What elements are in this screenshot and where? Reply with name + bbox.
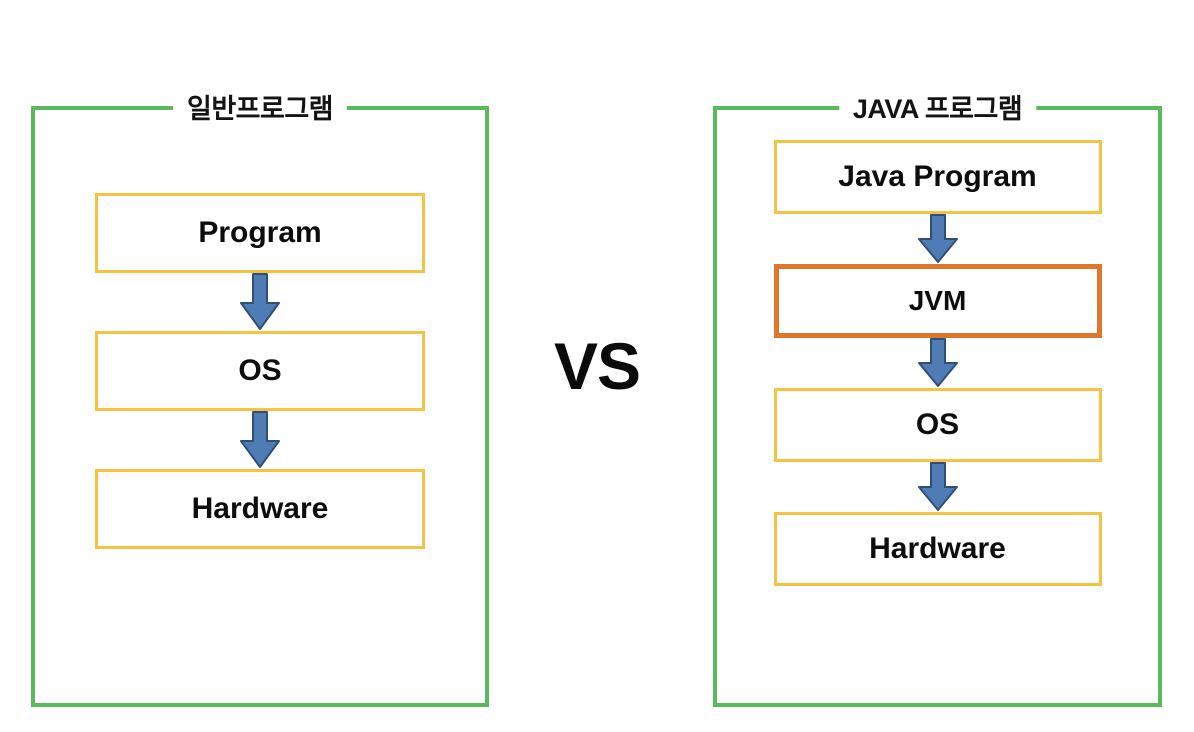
- node-label: OS: [238, 354, 282, 387]
- arrow-os-to-hardware: [238, 411, 282, 469]
- arrow-os-to-hardware: [916, 462, 960, 512]
- panel-general-program: 일반프로그램 Program OS Hardware: [31, 84, 489, 707]
- node-stack-java-program: Java Program JVM OS: [717, 140, 1158, 586]
- node-label: Hardware: [869, 532, 1006, 565]
- node-program: Program: [95, 193, 425, 273]
- node-os: OS: [773, 388, 1102, 462]
- node-hardware: Hardware: [773, 512, 1102, 586]
- node-hardware: Hardware: [95, 469, 425, 549]
- panel-java-program: JAVA 프로그램 Java Program JVM OS: [713, 84, 1162, 707]
- node-label: OS: [915, 408, 960, 441]
- node-java-program: Java Program: [773, 140, 1102, 214]
- node-label: Java Program: [838, 160, 1037, 193]
- node-label: JVM: [908, 285, 967, 316]
- versus-label: VS: [553, 329, 641, 403]
- node-os: OS: [95, 331, 425, 411]
- node-stack-general-program: Program OS Hardware: [35, 193, 485, 549]
- arrow-program-to-os: [238, 273, 282, 331]
- panel-title-general-program: 일반프로그램: [172, 84, 348, 134]
- arrow-jvm-to-os: [916, 338, 960, 388]
- panel-title-java-program: JAVA 프로그램: [838, 84, 1037, 134]
- node-jvm: JVM: [773, 264, 1102, 338]
- node-label: Hardware: [191, 492, 329, 525]
- arrow-java-program-to-jvm: [916, 214, 960, 264]
- node-label: Program: [198, 216, 322, 249]
